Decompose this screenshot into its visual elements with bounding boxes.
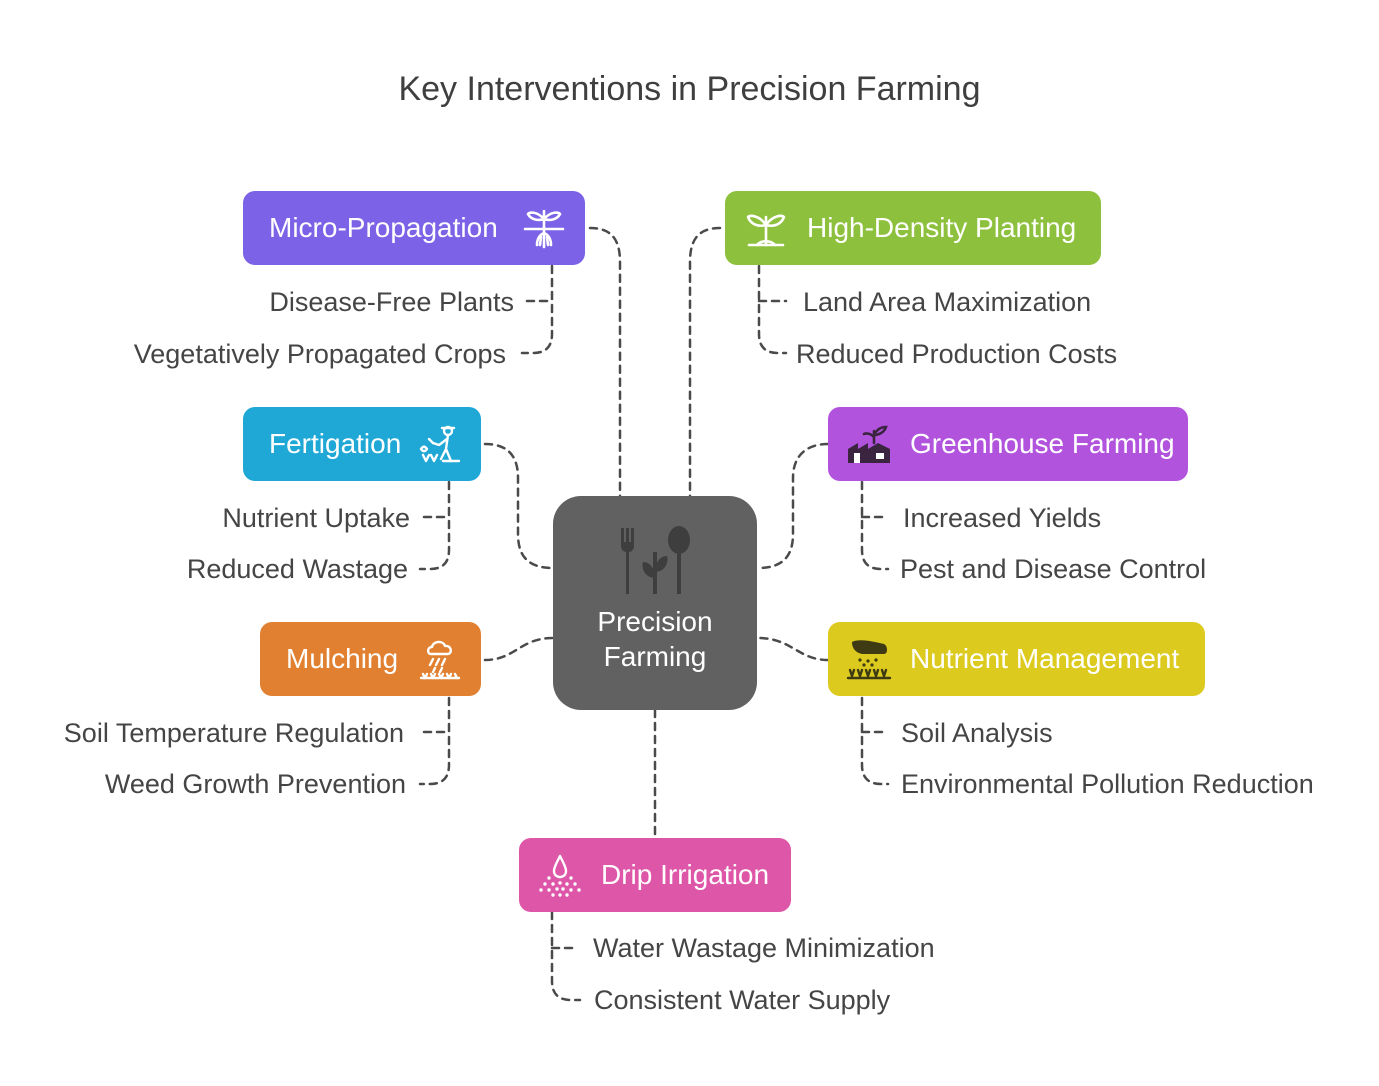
link-green — [756, 442, 830, 570]
node-label: Greenhouse Farming — [910, 428, 1175, 459]
branch-mulch — [418, 696, 451, 786]
water-drop-icon — [539, 854, 581, 897]
farmer-watering-icon — [419, 425, 461, 463]
greenhouse-plant-icon — [848, 425, 890, 463]
sub-item: Reduced Wastage — [186, 554, 408, 584]
sub-item: Land Area Maximization — [803, 287, 1092, 317]
branch-nutrient — [860, 696, 890, 786]
sub-item: Pest and Disease Control — [900, 554, 1207, 584]
node-label: Mulching — [286, 643, 399, 674]
sub-item: Vegetatively Propagated Crops — [133, 339, 506, 369]
branch-fert — [418, 480, 451, 571]
fork-plant-spoon-icon — [621, 526, 690, 594]
sub-item: Soil Temperature Regulation — [63, 718, 404, 748]
center-label-line1: Precision — [597, 606, 713, 637]
sub-item: Disease-Free Plants — [269, 287, 514, 317]
fertilizer-spreader-icon — [846, 640, 892, 680]
sub-item: Increased Yields — [903, 503, 1102, 533]
link-nutrient — [756, 636, 830, 662]
sub-item: Soil Analysis — [901, 718, 1053, 748]
rain-cloud-icon — [419, 640, 461, 680]
node-high-density-planting: High-Density Planting — [725, 191, 1101, 265]
node-micro-propagation: Micro-Propagation — [243, 191, 585, 265]
node-greenhouse-farming: Greenhouse Farming — [828, 407, 1188, 481]
link-mulch — [483, 636, 555, 662]
node-label: Micro-Propagation — [269, 212, 498, 243]
branch-green — [860, 480, 890, 571]
node-label: Fertigation — [269, 428, 402, 459]
node-label: Drip Irrigation — [601, 859, 770, 890]
sub-item: Environmental Pollution Reduction — [901, 769, 1314, 799]
node-fertigation: Fertigation — [243, 407, 481, 481]
node-mulching: Mulching — [260, 622, 481, 696]
branch-micro — [520, 264, 554, 355]
link-micro — [588, 226, 622, 499]
sub-item: Water Wastage Minimization — [593, 933, 935, 963]
sub-item: Consistent Water Supply — [594, 985, 891, 1015]
branch-drip — [550, 910, 582, 1002]
diagram-title: Key Interventions in Precision Farming — [398, 70, 981, 108]
sub-item: Nutrient Uptake — [222, 503, 410, 533]
link-fert — [483, 442, 555, 570]
branch-hdp — [757, 264, 788, 355]
center-hub-precision-farming: Precision Farming — [553, 496, 757, 710]
center-label: Precision Farming — [553, 604, 757, 674]
sub-item: Reduced Production Costs — [796, 339, 1118, 369]
node-label: High-Density Planting — [807, 212, 1077, 243]
link-hdp — [688, 226, 722, 499]
sub-item: Weed Growth Prevention — [104, 769, 406, 799]
plant-roots-icon — [523, 209, 565, 249]
node-nutrient-management: Nutrient Management — [828, 622, 1205, 696]
node-label: Nutrient Management — [910, 643, 1180, 674]
center-label-line2: Farming — [603, 641, 707, 672]
node-drip-irrigation: Drip Irrigation — [519, 838, 791, 912]
sprout-icon — [746, 214, 786, 247]
